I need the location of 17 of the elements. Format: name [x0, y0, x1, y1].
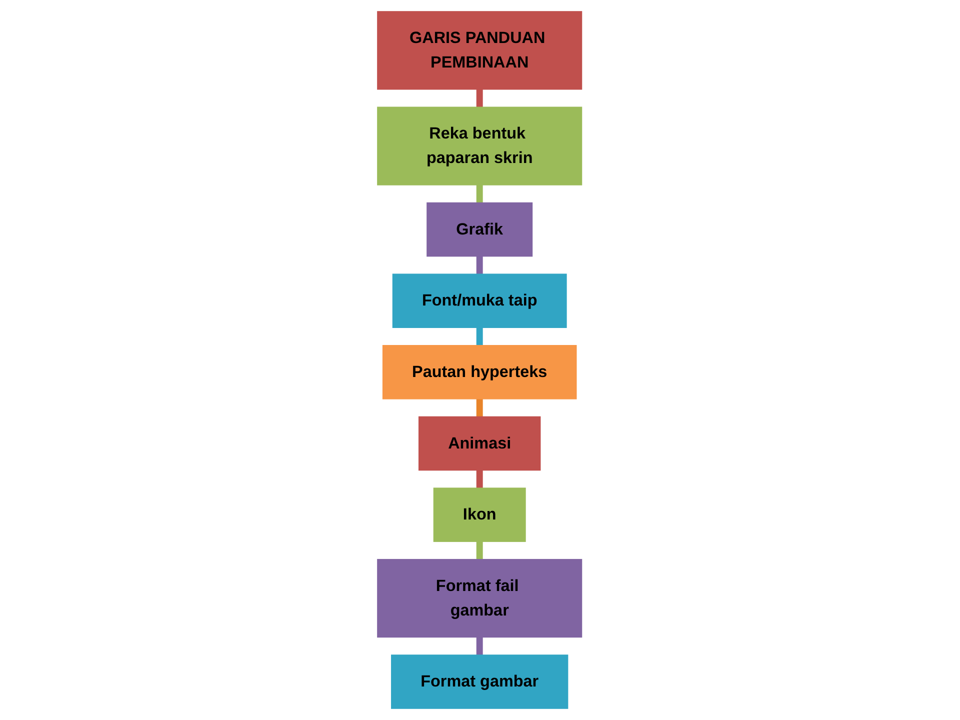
node-box: Reka bentuk paparan skrin	[377, 106, 583, 186]
connector	[476, 88, 484, 109]
connector	[476, 326, 484, 348]
node-box: Format fail gambar	[377, 558, 583, 638]
connector	[476, 468, 484, 490]
connector	[476, 183, 484, 205]
node-box: Grafik	[426, 202, 533, 257]
connector	[476, 254, 484, 276]
connector	[476, 540, 484, 562]
node-box: Animasi	[418, 416, 542, 471]
node-box: Format gambar	[391, 654, 569, 709]
connector	[476, 397, 484, 418]
node-box: GARIS PANDUAN PEMBINAAN	[377, 11, 583, 90]
node-box: Pautan hyperteks	[382, 345, 578, 400]
node-box: Ikon	[434, 488, 526, 542]
connector	[476, 635, 484, 657]
node-box: Font/muka taip	[392, 274, 568, 328]
